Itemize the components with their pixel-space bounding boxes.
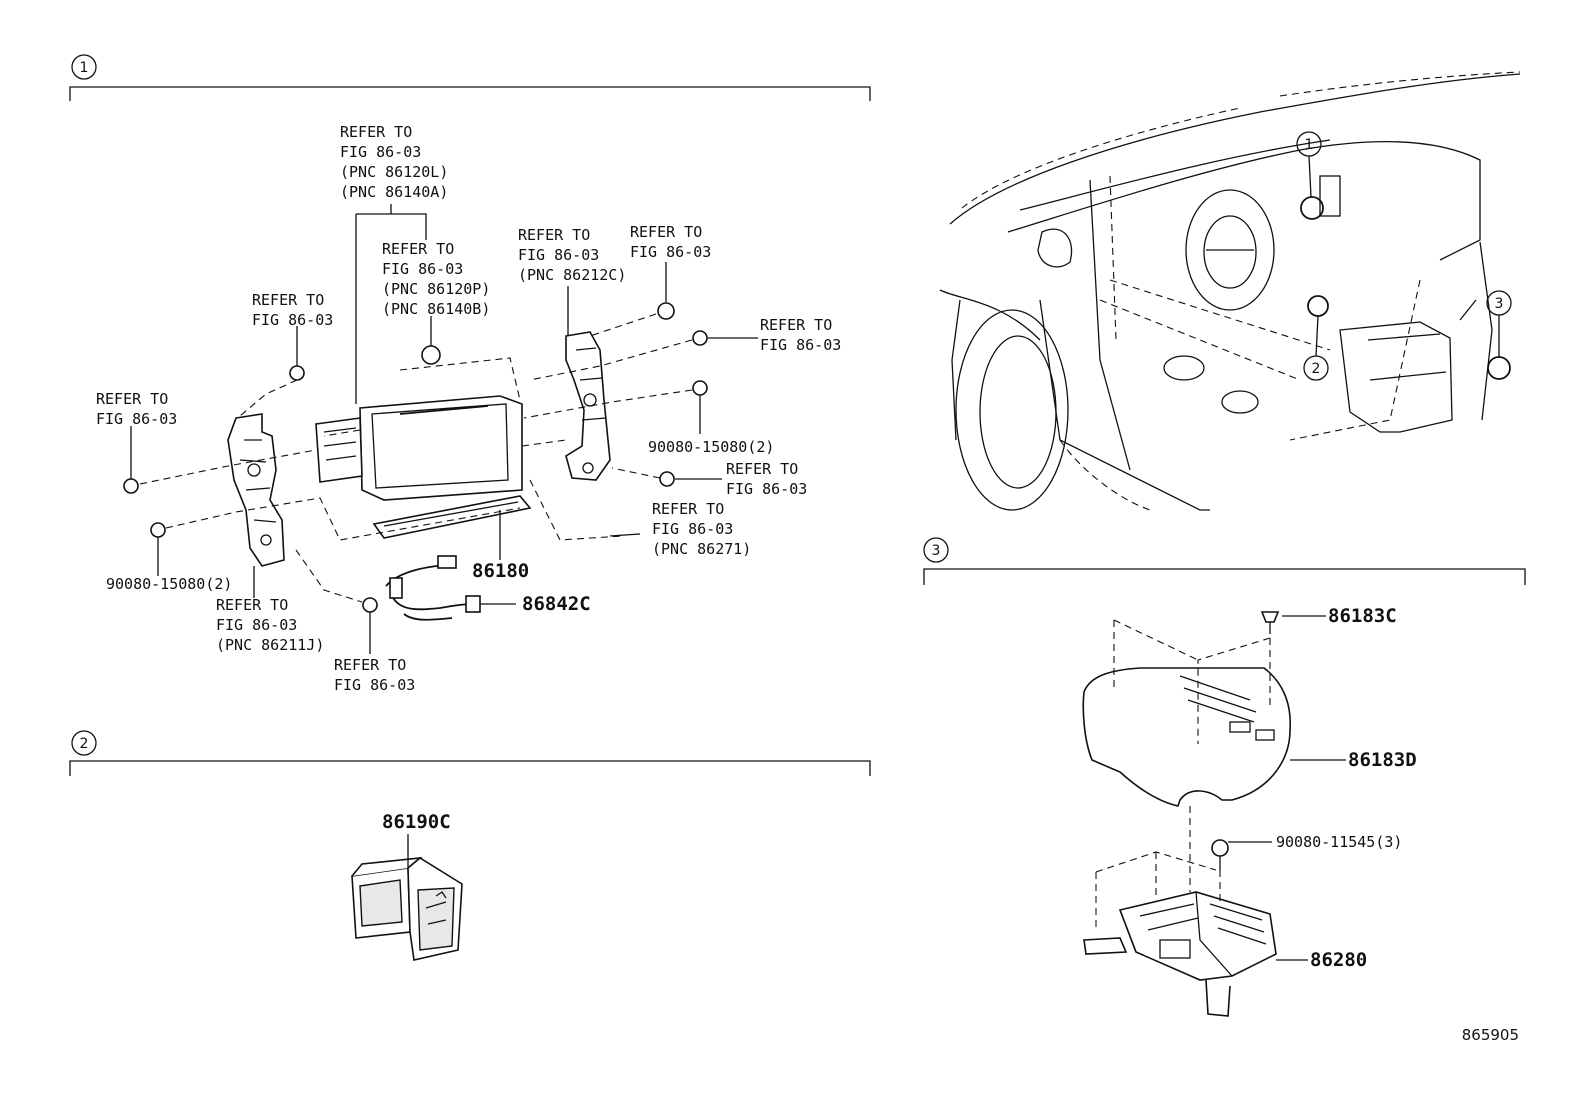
- callout-bottom-left-line3: (PNC 86211J): [216, 636, 324, 654]
- part-86183C-clip: [1260, 611, 1326, 634]
- callout-right3-line2: FIG 86-03: [760, 336, 841, 354]
- callout-top-line1: REFER TO: [340, 123, 412, 141]
- callout-mid-line4: (PNC 86140B): [382, 300, 490, 318]
- callout-mid-line2: FIG 86-03: [382, 260, 463, 278]
- section-1-number: 1: [80, 60, 89, 76]
- part-number-86280: 86280: [1310, 949, 1367, 971]
- callout-top-line3: (PNC 86120L): [340, 163, 448, 181]
- callout-bottom-line2: FIG 86-03: [334, 676, 415, 694]
- callout-right2-line1: REFER TO: [630, 223, 702, 241]
- callout-left-line1: REFER TO: [96, 390, 168, 408]
- locator-marker-3: 3: [1486, 290, 1512, 357]
- part-86842C-harness: [385, 555, 481, 621]
- callout-bolt-right: 90080-15080(2): [648, 438, 774, 456]
- part-86183D-cover: [1082, 667, 1346, 807]
- callout-left-line2: FIG 86-03: [96, 410, 177, 428]
- locator-marker-1: 1: [1296, 131, 1322, 198]
- section-2-illustration: 86190C: [351, 811, 463, 961]
- callout-left-upper-line2: FIG 86-03: [252, 311, 333, 329]
- part-number-86183D: 86183D: [1348, 749, 1417, 771]
- callout-bolt-left: 90080-15080(2): [106, 575, 232, 593]
- callout-bottom-left-line1: REFER TO: [216, 596, 288, 614]
- callout-right4-line1: REFER TO: [726, 460, 798, 478]
- part-number-86190C: 86190C: [382, 811, 451, 833]
- fasteners: [123, 302, 708, 613]
- left-bracket-part: [227, 413, 285, 567]
- section-1-header: 1: [69, 54, 871, 101]
- part-86280-ecu: [1083, 891, 1308, 1017]
- section-1-leaders: [130, 204, 758, 654]
- svg-text:3: 3: [1495, 296, 1504, 312]
- callout-top-line4: (PNC 86140A): [340, 183, 448, 201]
- callout-mid-line3: (PNC 86120P): [382, 280, 490, 298]
- part-86190C-switch: [351, 856, 463, 961]
- dashboard-locator-view: 1 2 3: [939, 71, 1521, 511]
- section-3-number: 3: [932, 543, 941, 559]
- callout-right2-line2: FIG 86-03: [630, 243, 711, 261]
- section-2-header: 2: [69, 730, 871, 776]
- right-bracket-part: [565, 331, 611, 481]
- section-2-number: 2: [80, 736, 89, 752]
- callout-right3-line1: REFER TO: [760, 316, 832, 334]
- callout-bottom-left-line2: FIG 86-03: [216, 616, 297, 634]
- illustration-code: 865905: [1462, 1026, 1519, 1044]
- callout-right5-line3: (PNC 86271): [652, 540, 751, 558]
- part-90080-11545-screw: [1211, 839, 1272, 870]
- section-3-illustration: 86183C 86183D 90080-11545(3) 86280: [1082, 605, 1417, 1017]
- part-number-86842C: 86842C: [522, 593, 591, 615]
- callout-top-line2: FIG 86-03: [340, 143, 421, 161]
- callout-left-upper-line1: REFER TO: [252, 291, 324, 309]
- section-3-dashed-guides: [1095, 619, 1271, 930]
- callout-mid-line1: REFER TO: [382, 240, 454, 258]
- svg-text:1: 1: [1305, 137, 1314, 153]
- callout-right4-line2: FIG 86-03: [726, 480, 807, 498]
- callout-right1-line2: FIG 86-03: [518, 246, 599, 264]
- display-unit-part: [315, 395, 523, 501]
- callout-right1-line1: REFER TO: [518, 226, 590, 244]
- callout-right1-line3: (PNC 86212C): [518, 266, 626, 284]
- part-86180-panel: [372, 495, 532, 539]
- callout-bottom-line1: REFER TO: [334, 656, 406, 674]
- section-1-illustration: REFER TO FIG 86-03 (PNC 86120L) (PNC 861…: [96, 123, 841, 694]
- part-number-86180: 86180: [472, 560, 529, 582]
- callout-right5-line1: REFER TO: [652, 500, 724, 518]
- section-1-dashed-guides: [139, 313, 693, 603]
- part-number-86183C: 86183C: [1328, 605, 1397, 627]
- locator-marker-2: 2: [1303, 315, 1329, 381]
- svg-text:2: 2: [1312, 361, 1321, 377]
- section-3-header: 3: [923, 537, 1526, 585]
- section-1-labels: REFER TO FIG 86-03 (PNC 86120L) (PNC 861…: [96, 123, 841, 694]
- part-number-90080-11545: 90080-11545(3): [1276, 833, 1402, 851]
- callout-right5-line2: FIG 86-03: [652, 520, 733, 538]
